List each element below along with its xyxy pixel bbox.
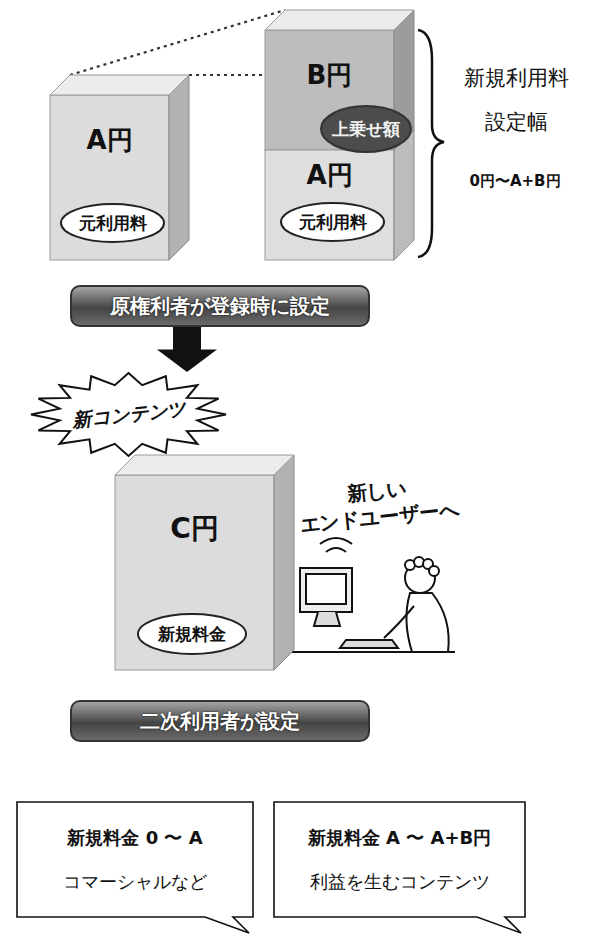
callout-box-outline [272,800,527,935]
price-amount: B円 [265,58,394,93]
callout-heading: 新規料金 0 〜 A [67,826,202,850]
node-label: 元利用料 [299,211,367,234]
range-value: 0円〜A+B円 [455,172,575,190]
price-block: C円新規料金 [115,455,294,670]
user-at-computer [292,538,455,652]
range-bracket [418,30,444,257]
callout-box: 新規料金 A 〜 A+B円利益を生むコンテンツ [272,800,527,935]
price-amount: C円 [115,510,274,548]
target-note: 新しい エンドユーザーへ [286,469,470,540]
range-label: 新規利用料 設定幅 [455,56,577,144]
callout-box: 新規料金 0 〜 A コマーシャルなど [15,800,255,935]
starburst: 新コンテンツ [30,372,227,457]
block-arrow [157,327,217,372]
fee-oval: 新規料金 [137,613,247,655]
callout-heading: 新規料金 A 〜 A+B円 [308,826,491,850]
fee-oval: 元利用料 [280,202,385,242]
guide-line [70,10,285,75]
node-label: 新規料金 [158,623,226,646]
node-label: 原権利者が登録時に設定 [110,293,330,320]
callout-note: コマーシャルなど [63,870,207,894]
callout-box-outline [15,800,255,935]
surcharge-oval: 上乗せ額 [320,105,412,153]
step-band: 二次利用者が設定 [70,700,370,742]
step-band: 原権利者が登録時に設定 [70,285,370,327]
node-label: 元利用料 [79,212,147,235]
price-block: B円 A円 上乗せ額元利用料 [265,10,414,260]
node-label: 上乗せ額 [332,118,400,141]
price-block: A円元利用料 [50,75,189,260]
price-amount: A円 [50,123,169,158]
callout-note: 利益を生むコンテンツ [310,870,490,894]
node-label: 二次利用者が設定 [140,708,300,735]
guide-line [189,74,265,76]
price-amount: A円 [265,158,394,193]
fee-oval: 元利用料 [60,203,165,243]
